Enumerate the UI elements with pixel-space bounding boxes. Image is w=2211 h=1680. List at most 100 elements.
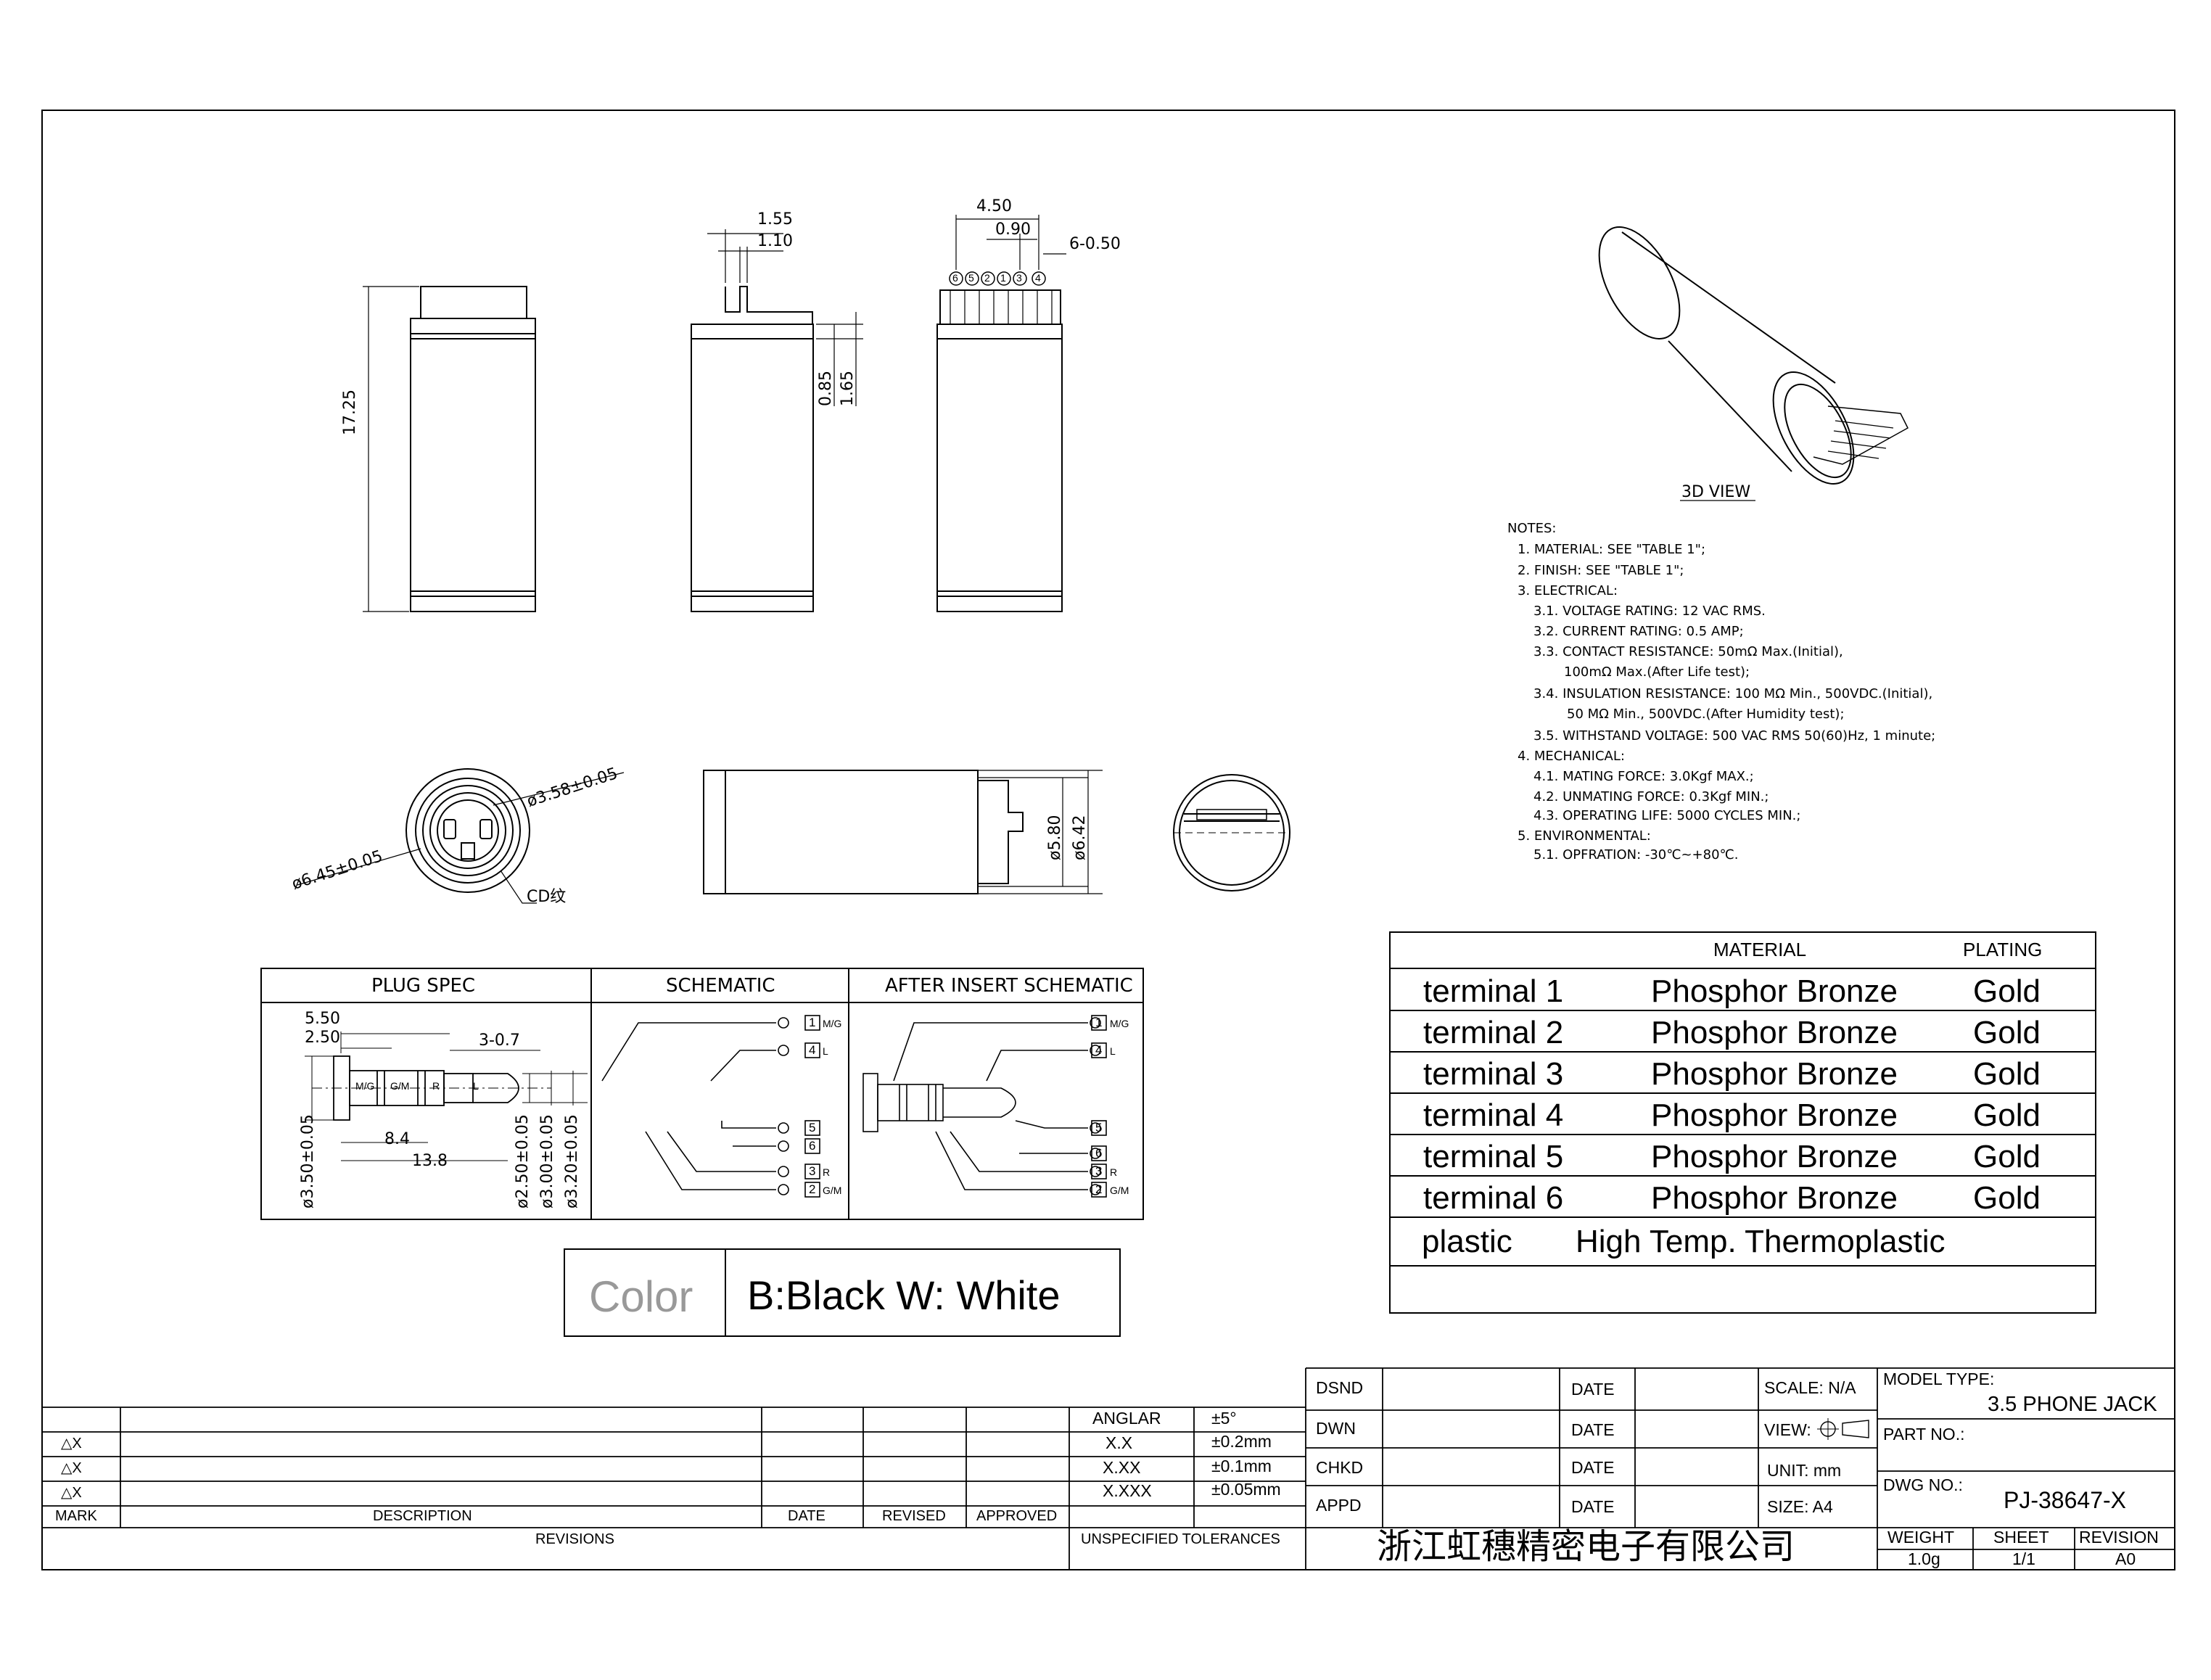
after-term-num: 5 — [1095, 1121, 1103, 1135]
sheet-value: 1/1 — [2012, 1549, 2035, 1568]
material-row-material: Phosphor Bronze — [1651, 1015, 1898, 1050]
after-insert-drawing — [862, 1015, 1107, 1198]
note-line: 5. ENVIRONMENTAL: — [1518, 828, 1651, 844]
plug-spec-header: PLUG SPEC — [371, 975, 476, 997]
schematic-drawing — [601, 1015, 820, 1198]
col-approved: APPROVED — [976, 1508, 1058, 1524]
pin-number: 1 — [1000, 272, 1006, 284]
tolerance-value: ±0.1mm — [1211, 1457, 1272, 1475]
after-term-num: 6 — [1095, 1146, 1103, 1160]
plug-dim-320: ø3.20±0.05 — [563, 1114, 581, 1208]
note-line: 1. MATERIAL: SEE "TABLE 1"; — [1518, 542, 1706, 557]
plug-label-mg: M/G — [355, 1080, 375, 1092]
side-dim-top1: 1.55 — [757, 210, 793, 228]
plug-dim-350: ø3.50±0.05 — [299, 1114, 317, 1208]
plug-label-l: L — [473, 1080, 479, 1092]
schematic-term-num: 5 — [809, 1121, 816, 1135]
unit-label: UNIT: mm — [1767, 1461, 1842, 1480]
material-row-part: terminal 2 — [1423, 1015, 1564, 1050]
pin-view — [936, 215, 1066, 612]
dwg-no-label: DWG NO.: — [1883, 1475, 1963, 1494]
model-type-value: 3.5 PHONE JACK — [1988, 1393, 2157, 1416]
date-label: DATE — [1571, 1380, 1615, 1399]
col-mark: MARK — [55, 1508, 97, 1524]
note-line: 5.1. OPFRATION: -30℃~+80℃. — [1533, 847, 1739, 862]
tolerance-key: X.X — [1106, 1433, 1133, 1452]
plastic-material: High Temp. Thermoplastic — [1576, 1224, 1946, 1259]
front-view — [363, 286, 536, 612]
material-row-part: terminal 3 — [1423, 1056, 1564, 1092]
schematic-term-num: 3 — [809, 1164, 816, 1178]
dwn-label: DWN — [1316, 1419, 1356, 1438]
material-row-plating: Gold — [1973, 1098, 2041, 1133]
note-line: 3.2. CURRENT RATING: 0.5 AMP; — [1533, 624, 1744, 639]
schematic-term-sig: G/M — [823, 1185, 842, 1196]
appd-label: APPD — [1316, 1496, 1362, 1515]
note-line: 3.1. VOLTAGE RATING: 12 VAC RMS. — [1533, 604, 1766, 619]
tolerances-footer: UNSPECIFIED TOLERANCES — [1081, 1531, 1280, 1547]
title-block-grid — [42, 1367, 2175, 1570]
after-term-sig: M/G — [1110, 1018, 1129, 1029]
pin-number: 4 — [1035, 272, 1041, 284]
color-box-grid — [564, 1248, 1121, 1337]
after-term-sig: G/M — [1110, 1185, 1129, 1196]
plug-dim-550: 5.50 — [305, 1010, 340, 1028]
pin-dim-pin: 6-0.50 — [1069, 235, 1121, 253]
side-dim-v1: 0.85 — [817, 371, 835, 406]
pin-number: 3 — [1016, 272, 1022, 284]
date-label: DATE — [1571, 1420, 1615, 1439]
material-row-material: Phosphor Bronze — [1651, 1098, 1898, 1133]
material-row-material: Phosphor Bronze — [1651, 1056, 1898, 1092]
note-line: 100mΩ Max.(After Life test); — [1564, 664, 1750, 680]
material-row-plating: Gold — [1973, 1015, 2041, 1050]
side-view — [691, 229, 863, 612]
material-row-plating: Gold — [1973, 1056, 2041, 1092]
plug-dim-250b: ø2.50±0.05 — [514, 1114, 532, 1208]
note-line: 3.3. CONTACT RESISTANCE: 50mΩ Max.(Initi… — [1533, 644, 1843, 659]
material-row-material: Phosphor Bronze — [1651, 973, 1898, 1009]
3d-view — [1598, 226, 1909, 501]
revision-mark: △X — [61, 1485, 82, 1501]
date-label: DATE — [1571, 1497, 1615, 1516]
after-term-sig: L — [1110, 1045, 1116, 1057]
color-value: B:Black W: White — [747, 1272, 1061, 1318]
schematic-term-sig: M/G — [823, 1018, 842, 1029]
after-term-num: 1 — [1095, 1016, 1103, 1029]
pin-number: 5 — [968, 272, 974, 284]
plug-label-r: R — [432, 1080, 440, 1092]
tolerance-key: X.XX — [1103, 1458, 1141, 1477]
material-row-part: terminal 6 — [1423, 1180, 1564, 1216]
chkd-label: CHKD — [1316, 1458, 1364, 1477]
plastic-label: plastic — [1422, 1224, 1512, 1259]
color-label: Color — [589, 1272, 693, 1321]
material-row-plating: Gold — [1973, 973, 2041, 1009]
cd-label: CD纹 — [527, 888, 567, 906]
revision-value: A0 — [2115, 1549, 2136, 1568]
model-type-label: MODEL TYPE: — [1883, 1370, 1995, 1388]
spec-box-grid — [260, 968, 1144, 1220]
tolerance-value: ±0.05mm — [1211, 1480, 1281, 1499]
bottom-dim-a: ø5.80 — [1046, 815, 1064, 860]
pin-dim-pitch: 0.90 — [995, 221, 1031, 239]
pin-number: 2 — [984, 272, 990, 284]
tolerance-value: ±5° — [1211, 1409, 1237, 1428]
material-row-part: terminal 1 — [1423, 973, 1564, 1009]
revisions-footer: REVISIONS — [535, 1531, 614, 1547]
back-end-view — [1173, 774, 1290, 892]
after-term-num: 2 — [1095, 1182, 1103, 1196]
tolerance-key: X.XXX — [1103, 1481, 1152, 1500]
pin-number: 6 — [952, 272, 958, 284]
note-line: 4.3. OPERATING LIFE: 5000 CYCLES MIN.; — [1533, 808, 1801, 823]
date-label: DATE — [1571, 1458, 1615, 1477]
plug-dim-138: 13.8 — [412, 1152, 448, 1170]
plug-label-gm: G/M — [390, 1080, 410, 1092]
material-row-plating: Gold — [1973, 1180, 2041, 1216]
part-no-label: PART NO.: — [1883, 1425, 1965, 1444]
note-line: 50 MΩ Min., 500VDC.(After Humidity test)… — [1567, 707, 1845, 722]
bottom-dim-b: ø6.42 — [1071, 815, 1089, 860]
material-row-material: Phosphor Bronze — [1651, 1180, 1898, 1216]
material-table-grid — [1389, 931, 2096, 1314]
pin-dim-total: 4.50 — [976, 197, 1012, 215]
dwg-no-value: PJ-38647-X — [2004, 1487, 2126, 1513]
